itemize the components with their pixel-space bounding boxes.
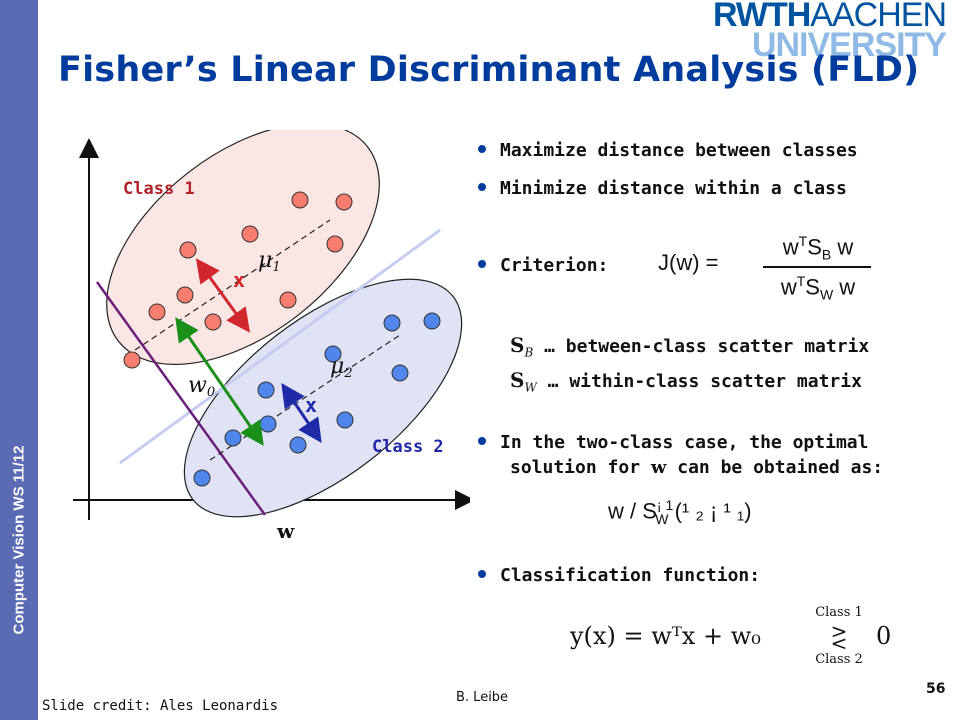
logo-rwth: RWTH [712,0,811,34]
class2-point [324,345,342,363]
class2-point [423,312,441,330]
class2-point [224,429,242,447]
class2-point [289,436,307,454]
bullet-dot [478,437,486,445]
bullet-minimize: Minimize distance within a class [478,178,847,199]
class1-point [335,193,353,211]
mu2-label: μ2 [330,354,353,381]
class2-ellipse [183,278,463,518]
class2-point [336,411,354,429]
sidebar: Computer Vision WS 11/12 [0,0,38,720]
bullet-dot [478,570,486,578]
university-logo: RWTHAACHEN UNIVERSITY [712,0,947,64]
class2-spread-arrow [281,383,322,443]
bullet-dot [478,260,486,268]
criterion-denominator: wTSW w [780,273,856,303]
class1-point [204,313,222,331]
w-axis-label: w [276,519,295,543]
class1-point [148,303,166,321]
class1-point [279,291,297,309]
classification-zero: 0 [876,622,892,650]
bullet-maximize: Maximize distance between classes [478,140,858,161]
class1-point [176,286,194,304]
bullet-criterion: Criterion: [478,255,608,276]
class1-ellipse [106,130,380,365]
classification-formula: y(x) = wᵀx + w₀ [570,622,761,650]
class1-dashed-line [134,219,331,351]
between-class-arrow [175,317,264,446]
classification-decision: Class 1 >< Class 2 [815,605,863,667]
bullet-two-class: In the two-class case, the optimal [478,432,868,453]
bullet-dot [478,145,486,153]
class2-point [391,364,409,382]
class1-point [291,191,309,209]
solution-formula: w / S¡ 1W (¹ ₂ ¡ ¹ ₁) [608,497,752,527]
w0-label: w0 [188,373,215,400]
bullet-dot [478,183,486,191]
class2-point [257,381,275,399]
criterion-numerator: wTSB w [782,233,854,263]
sw-definition: SW … within-class scatter matrix [510,368,862,395]
class1-point [123,351,141,369]
bullet-classification: Classification function: [478,565,760,586]
decision-boundary [119,228,441,465]
slide-title: Fisher’s Linear Discriminant Analysis (F… [58,50,920,90]
class1-spread-arrow [195,258,251,333]
sb-definition: SB … between-class scatter matrix [510,333,870,360]
class1-label: Class 1 [123,179,195,199]
mu1-label: μ1 [258,248,281,275]
page-number: 56 [926,681,946,697]
class1-point [326,235,344,253]
author: B. Leibe [456,690,509,705]
fraction-bar [763,266,871,268]
class2-point [383,314,401,332]
class2-point [259,415,277,433]
logo-university: UNIVERSITY [751,26,947,64]
bullet-two-class-line2: solution for w can be obtained as: [510,457,884,478]
class2-point [193,469,211,487]
slide-credit: Slide credit: Ales Leonardis [42,698,279,714]
mu2-marker: x [305,393,317,417]
class1-point [179,241,197,259]
logo-aachen: AACHEN [810,0,947,34]
fld-figure: x x Class 1 Class 2 μ1 μ2 w0 w [73,130,470,543]
mu1-marker: x [233,268,245,292]
class2-label: Class 2 [372,437,444,457]
class1-point [241,225,259,243]
criterion-lhs: J(w) = [658,250,719,275]
